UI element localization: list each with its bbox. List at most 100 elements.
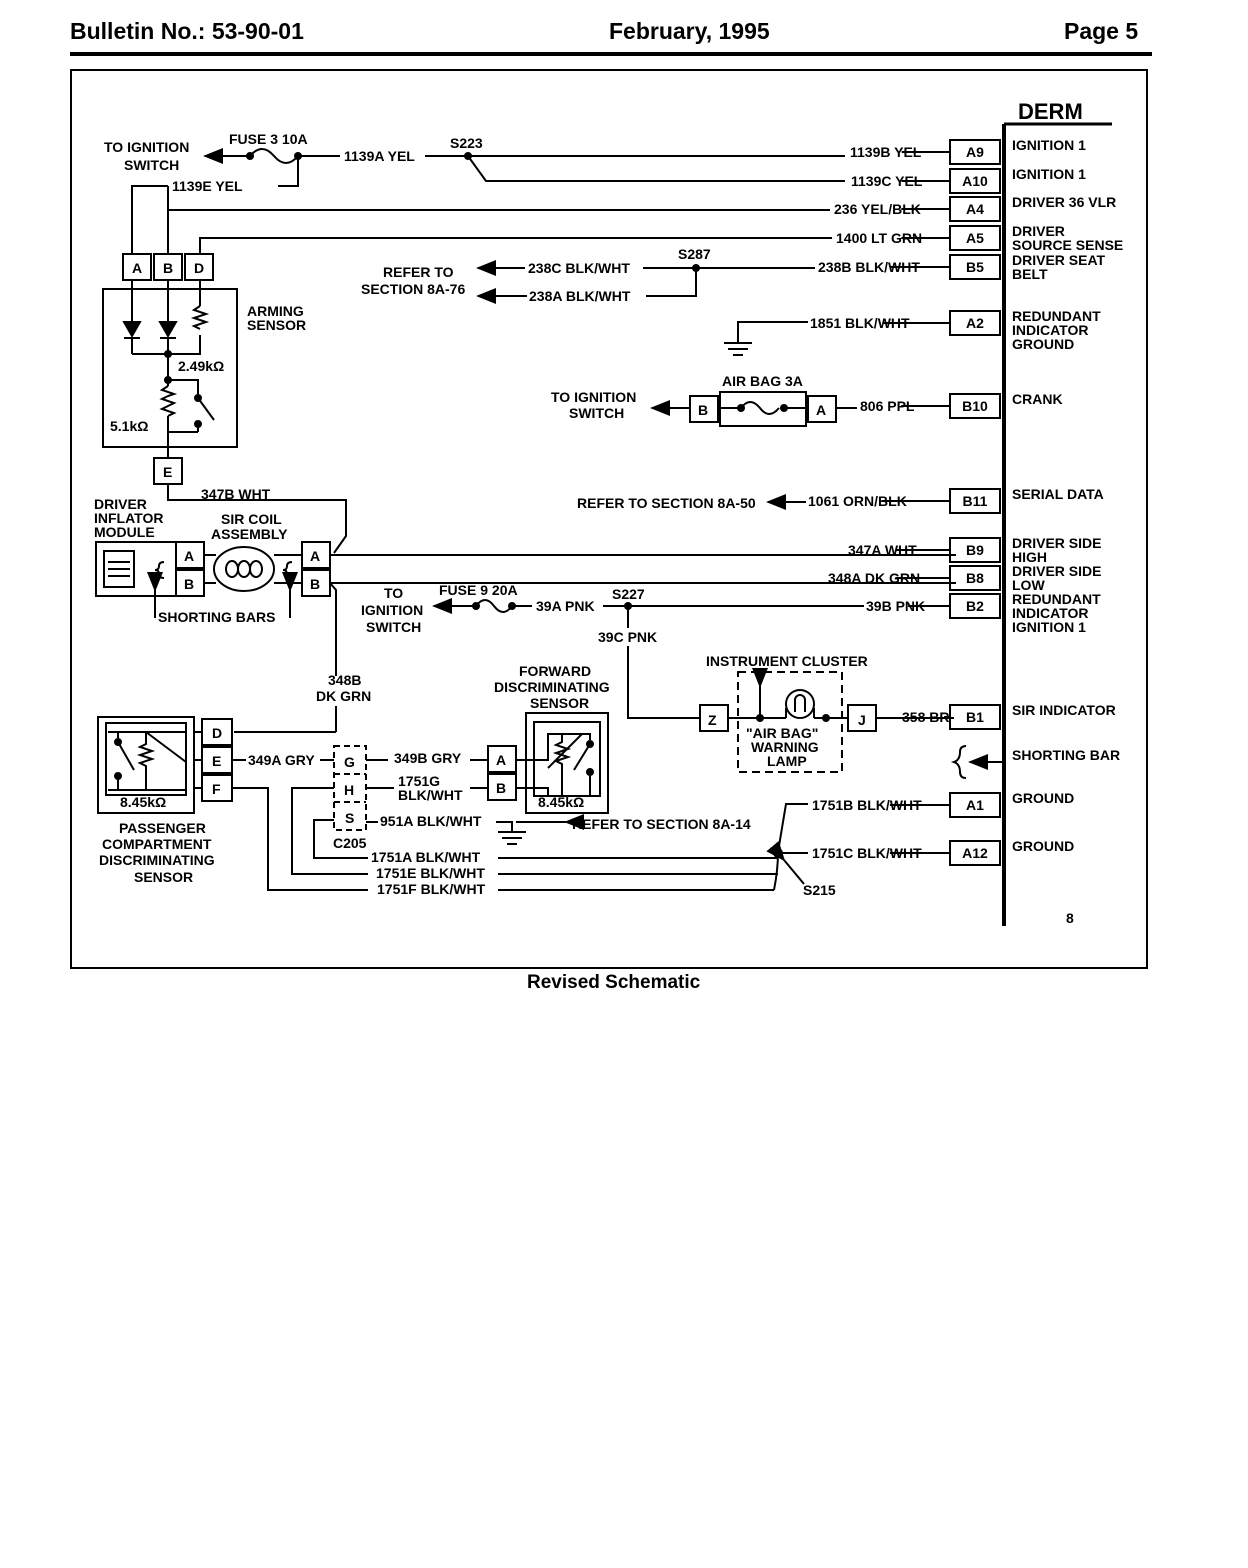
derm-pin-box <box>949 254 1001 280</box>
derm-pin-label: IGNITION 1 <box>1012 619 1086 635</box>
derm-pin-box <box>949 488 1001 514</box>
splice-s215-label: S215 <box>803 882 836 898</box>
derm-pin-label: BELT <box>1012 266 1048 282</box>
derm-pin-id: B11 <box>963 493 988 509</box>
to-ignition-label-2b: SWITCH <box>569 405 624 421</box>
derm-pin-box <box>949 792 1001 818</box>
derm-wire-label: 806 PPL <box>860 398 915 414</box>
derm-pin-label: DRIVER SEAT <box>1012 252 1106 268</box>
derm-pin-row: 806 PPL B10 CRANK <box>860 391 1063 419</box>
to-ignition-label-2: TO IGNITION <box>551 389 636 405</box>
sircoil-label: SIR COIL <box>221 511 282 527</box>
airbag-fuse-pin-a: A <box>816 402 826 418</box>
lamp-label-c: LAMP <box>767 753 807 769</box>
wire-39C-label: 39C PNK <box>598 629 657 645</box>
derm-pin-id: A2 <box>966 315 984 331</box>
c205-pin-h: H <box>344 782 354 798</box>
passenger-feed <box>234 706 337 733</box>
arming-sensor-label-b: SENSOR <box>247 317 306 333</box>
connector-c205 <box>291 745 584 875</box>
arming-sensor-label: ARMING <box>247 303 304 319</box>
resistor-249-label: 2.49kΩ <box>178 358 224 374</box>
resistor-845a-label: 8.45kΩ <box>120 794 166 810</box>
splice-s287-label: S287 <box>678 246 711 262</box>
derm-pin-label: HIGH <box>1012 549 1047 565</box>
inflator-pin-b: B <box>184 576 194 592</box>
derm-wire-label: 1851 BLK/WHT <box>810 315 910 331</box>
lamp-label-b: WARNING <box>751 739 819 755</box>
refer-76-label: REFER TO <box>383 264 454 280</box>
arming-pin-e: E <box>163 464 172 480</box>
derm-pin-id: B10 <box>962 398 988 414</box>
arming-pin-b: B <box>163 260 173 276</box>
derm-pin-label: SHORTING BAR <box>1012 747 1120 763</box>
passenger-pin-e: E <box>212 753 221 769</box>
wire-347B-label: 347B WHT <box>201 486 271 502</box>
derm-pin-box <box>949 393 1001 419</box>
fds-pin-b: B <box>496 780 506 796</box>
passenger-pin-d: D <box>212 725 222 741</box>
derm-pin-label: DRIVER SIDE <box>1012 535 1101 551</box>
inflator-coil <box>95 484 956 676</box>
derm-pin-label: REDUNDANT <box>1012 308 1101 324</box>
derm-pin-label: GROUND <box>1012 336 1074 352</box>
derm-wire-label: 1751B BLK/WHT <box>812 797 922 813</box>
wire-1139A-label: 1139A YEL <box>344 148 415 164</box>
derm-shorting-bar <box>950 745 1004 779</box>
to-ignition-label-1: TO IGNITION <box>104 139 189 155</box>
derm-pin-box <box>949 593 1001 619</box>
fuse3-label: FUSE 3 10A <box>229 131 308 147</box>
derm-pin-label: REDUNDANT <box>1012 591 1101 607</box>
pcds-label: PASSENGER <box>119 820 206 836</box>
derm-pin-label: LOW <box>1012 577 1045 593</box>
derm-pin-label: SERIAL DATA <box>1012 486 1104 502</box>
seatbelt-wires <box>476 260 815 304</box>
inflator-label-c: MODULE <box>94 524 155 540</box>
wire-1751E-label: 1751E BLK/WHT <box>376 865 485 881</box>
arming-pin-d: D <box>194 260 204 276</box>
derm-pin-label: IGNITION 1 <box>1012 137 1086 153</box>
redundant-ignition-feed <box>432 598 864 719</box>
derm-pin-id: B9 <box>966 542 984 558</box>
refer-50-label: REFER TO SECTION 8A-50 <box>577 495 756 511</box>
wire-39A-label: 39A PNK <box>536 598 595 614</box>
inflator-label: DRIVER <box>94 496 147 512</box>
wire-238A-label: 238A BLK/WHT <box>529 288 631 304</box>
derm-pin-box <box>949 196 1001 222</box>
derm-pin-box <box>949 565 1001 591</box>
wire-1751A-label: 1751A BLK/WHT <box>371 849 481 865</box>
instrument-cluster-label: INSTRUMENT CLUSTER <box>706 653 868 669</box>
derm-pin-box <box>949 225 1001 251</box>
derm-pin-id: A10 <box>962 173 988 189</box>
coil-pin-a: A <box>310 548 320 564</box>
refer-14-label: REFER TO SECTION 8A-14 <box>572 816 751 832</box>
derm-wire-label: 39B PNK <box>866 598 925 614</box>
header-rule <box>70 52 1152 56</box>
wire-1139E-label: 1139E YEL <box>172 178 243 194</box>
derm-pin-label: SOURCE SENSE <box>1012 237 1123 253</box>
fuse9-label: FUSE 9 20A <box>439 582 518 598</box>
derm-wire-label: 1751C BLK/WHT <box>812 845 922 861</box>
wire-951A-label: 951A BLK/WHT <box>380 813 482 829</box>
derm-pin-id: A1 <box>966 797 984 813</box>
fds-label-c: SENSOR <box>530 695 589 711</box>
instrument-cluster <box>699 668 954 773</box>
derm-pin-label: CRANK <box>1012 391 1063 407</box>
airbag-fuse-label: AIR BAG 3A <box>722 373 803 389</box>
bulletin-number: Bulletin No.: 53-90-01 <box>70 18 304 44</box>
sircoil-label-b: ASSEMBLY <box>211 526 288 542</box>
wire-1751G-label-b: BLK/WHT <box>398 787 463 803</box>
resistor-51-label: 5.1kΩ <box>110 418 148 434</box>
refer-76-label-b: SECTION 8A-76 <box>361 281 465 297</box>
